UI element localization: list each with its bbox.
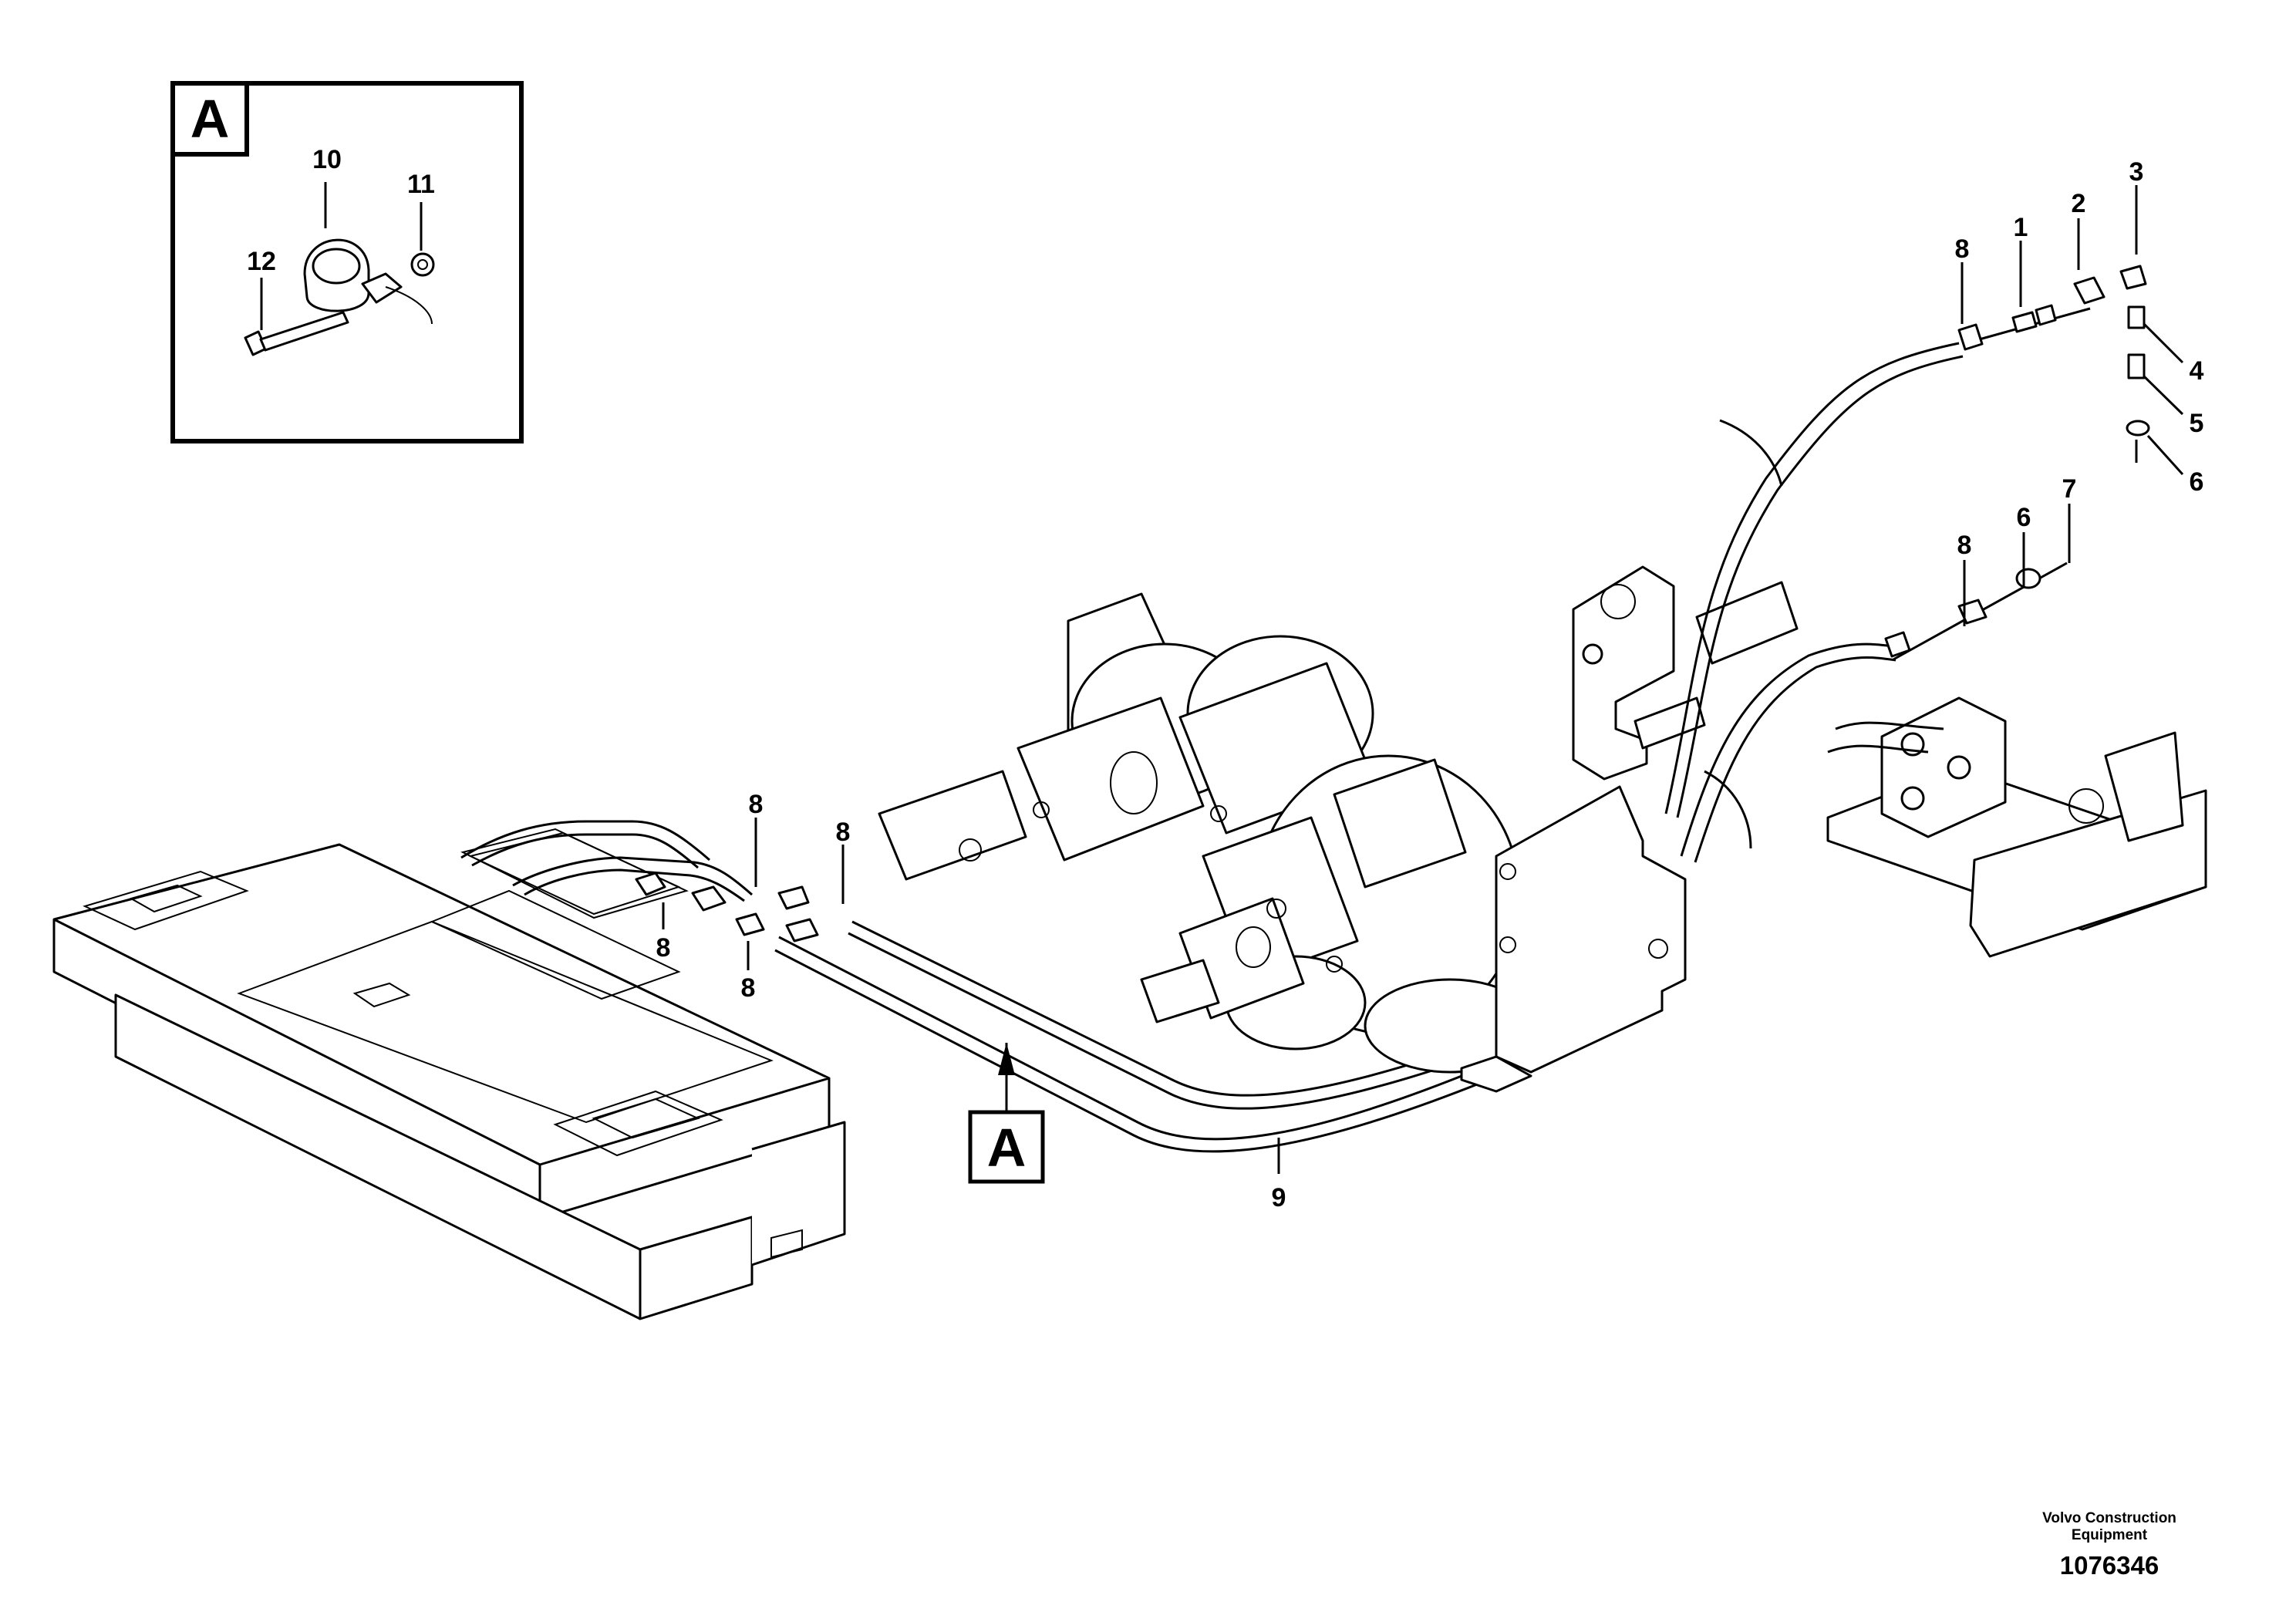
- brand-line-2: Equipment: [2071, 1527, 2148, 1543]
- callout-9: 9: [1272, 1183, 1286, 1212]
- callout-8-top-left: 8: [749, 790, 764, 819]
- fittings-top-right: [1957, 265, 2150, 463]
- callout-10: 10: [312, 145, 342, 174]
- callout-6a: 6: [2017, 503, 2031, 532]
- callout-12: 12: [247, 247, 276, 276]
- callout-8-top-right-tank: 8: [836, 818, 851, 847]
- callout-4: 4: [2190, 356, 2204, 386]
- callout-1: 1: [2014, 213, 2028, 242]
- brand-block: Volvo Construction Equipment 1076346: [1994, 1510, 2225, 1583]
- reference-arrow-a: A: [968, 1043, 1045, 1184]
- pump-brackets: [1460, 785, 1687, 1093]
- callout-8-left: 8: [656, 933, 671, 963]
- callout-8-top-right: 8: [1955, 234, 1970, 264]
- hoses: [1664, 342, 1964, 863]
- pump-assembly: [878, 592, 1536, 1074]
- right-frame: [1572, 565, 2207, 958]
- callout-2: 2: [2072, 189, 2086, 218]
- nut-11: [410, 252, 435, 277]
- detail-view-a: A 10 11 12: [170, 81, 524, 443]
- hydraulic-tank: [52, 828, 846, 1320]
- callout-7: 7: [2062, 474, 2077, 504]
- callout-11: 11: [407, 170, 435, 199]
- callout-8-mid-right: 8: [1957, 531, 1972, 560]
- callout-8-bottom: 8: [741, 973, 756, 1003]
- clamp-10: [303, 238, 433, 325]
- tank-pipes: [460, 820, 819, 943]
- bolt-12: [244, 311, 349, 356]
- reference-letter: A: [987, 1118, 1027, 1178]
- callout-5: 5: [2190, 409, 2204, 438]
- drawing-number: 1076346: [2059, 1551, 2159, 1580]
- fittings-mid-right: [1884, 561, 2068, 661]
- detail-view-letter: A: [190, 89, 230, 149]
- callout-3: 3: [2129, 157, 2144, 187]
- leader-lines: [662, 185, 2184, 1174]
- pipe-9: [774, 920, 1493, 1153]
- brand-line-1: Volvo Construction: [2042, 1510, 2176, 1526]
- callout-6b: 6: [2190, 467, 2204, 497]
- callouts: 1 2 3 4 5 6 6 8 8 7 8 8 8 8 9: [656, 157, 2204, 1212]
